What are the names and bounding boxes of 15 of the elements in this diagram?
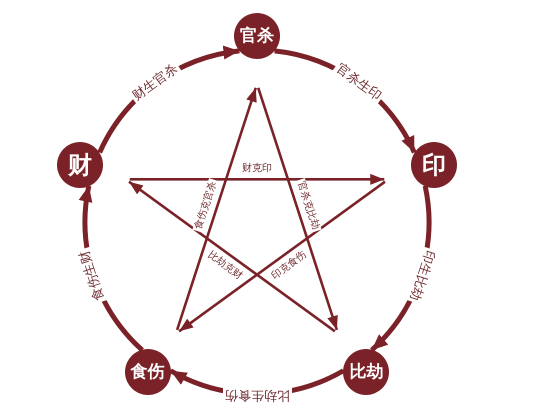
element-circle: 官杀 (234, 13, 280, 59)
edge-label: 印生比劫 (405, 246, 436, 304)
element-circle: 比劫 (343, 349, 390, 396)
arrow (178, 180, 386, 332)
arrow (176, 87, 257, 330)
edge-label: 比劫生食伤 (222, 387, 292, 402)
element-circle: 财 (57, 142, 104, 188)
arrow (130, 174, 384, 185)
arrow (128, 180, 336, 332)
element-circle: 食伤 (124, 349, 171, 396)
element-circle: 印 (410, 142, 457, 188)
edge-label: 官杀生印 (331, 60, 385, 106)
edge-label: 食伤生财 (78, 246, 109, 304)
arrow (257, 87, 338, 330)
edge-label: 财克印 (240, 162, 274, 174)
